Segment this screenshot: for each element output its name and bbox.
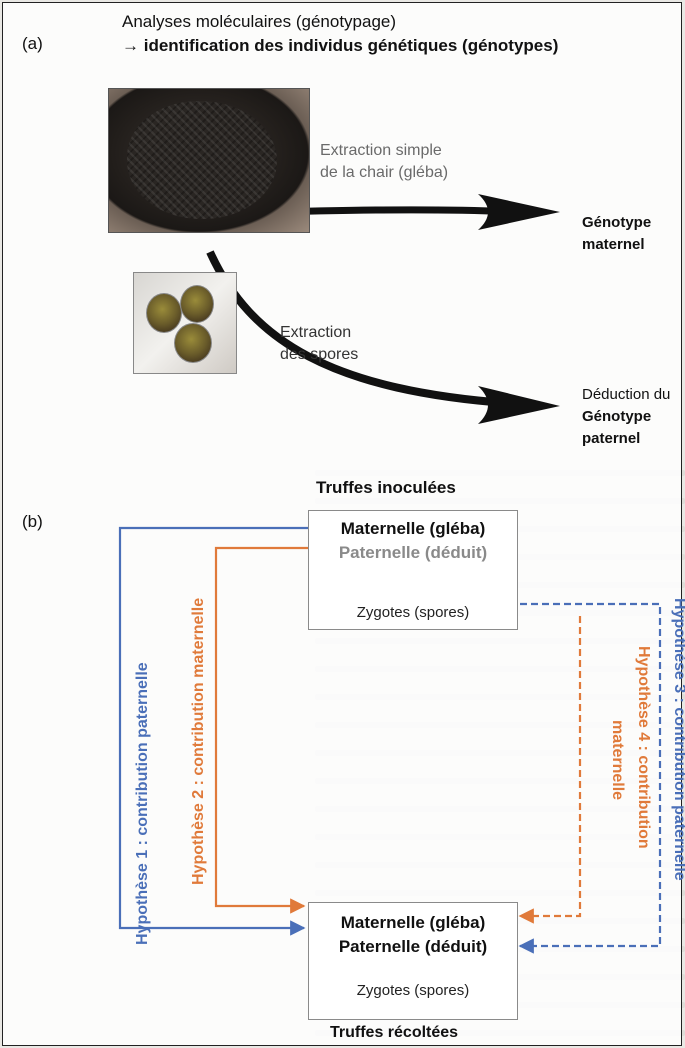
harvested-maternal: Maternelle (gléba)	[309, 911, 517, 935]
extraction-spores-label: Extraction des spores	[280, 322, 358, 366]
output-maternal-genotype: Génotype maternel	[582, 212, 651, 256]
panel-a-header-line2: → identification des individus génétique…	[122, 34, 558, 58]
hypothesis-4-label-line1: Hypothèse 4 : contribution	[634, 646, 652, 849]
inoculated-maternal: Maternelle (gléba)	[309, 517, 517, 541]
harvested-paternal: Paternelle (déduit)	[309, 935, 517, 959]
harvested-truffles-title: Truffes récoltées	[330, 1024, 458, 1042]
truffle-photo	[108, 88, 310, 233]
hypothesis-1-label: Hypothèse 1 : contribution paternelle	[134, 662, 152, 945]
hypothesis-4-label-line2: maternelle	[608, 720, 626, 800]
hypothesis-3-label: Hypothèse 3 : contribution paternelle	[670, 598, 685, 881]
harvested-box: Maternelle (gléba) Paternelle (déduit) Z…	[308, 902, 518, 1020]
panel-a-header-line1: Analyses moléculaires (génotypage)	[122, 10, 396, 34]
output-paternal-genotype: Déduction du Génotype paternel	[582, 384, 670, 450]
inoculated-zygotes: Zygotes (spores)	[309, 603, 517, 623]
panel-a-label: (a)	[22, 34, 43, 54]
inoculated-box: Maternelle (gléba) Paternelle (déduit) Z…	[308, 510, 518, 630]
arrow-paternal	[210, 252, 560, 424]
harvested-zygotes: Zygotes (spores)	[309, 981, 517, 1001]
panel-b-label: (b)	[22, 512, 43, 532]
inoculated-truffles-title: Truffes inoculées	[316, 478, 456, 498]
hyp2-arrow	[216, 548, 308, 906]
extraction-flesh-label: Extraction simple de la chair (gléba)	[320, 140, 448, 184]
hyp4-arrow	[520, 616, 580, 916]
spores-photo	[133, 272, 237, 374]
hypothesis-2-label: Hypothèse 2 : contribution maternelle	[190, 598, 208, 885]
inoculated-paternal: Paternelle (déduit)	[309, 541, 517, 565]
